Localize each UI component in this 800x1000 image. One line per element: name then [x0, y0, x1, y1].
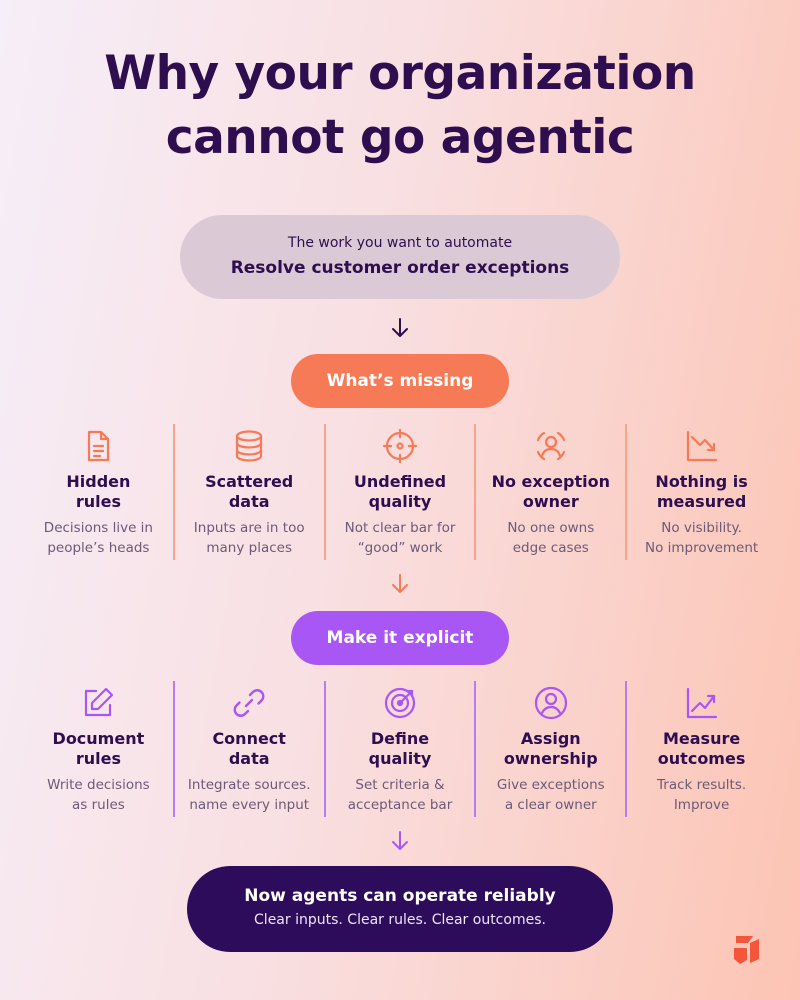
- agents-operate-box: Now agents can operate reliably Clear in…: [187, 866, 613, 952]
- item-desc-line-1: Give exceptions: [496, 777, 605, 793]
- item-desc-line-1: No visibility.: [661, 520, 742, 536]
- whats-missing-label: What’s missing: [291, 354, 509, 408]
- item-desc-line-2: edge cases: [512, 540, 589, 556]
- item-heading-line-1: Define: [370, 729, 430, 748]
- item-heading-line-1: No exception: [491, 472, 610, 491]
- item-heading-line-2: measured: [656, 492, 747, 511]
- title-line-1: Why your organization: [104, 46, 696, 101]
- item-heading-line-2: outcomes: [657, 749, 746, 768]
- item-desc-line-1: Integrate sources.: [187, 777, 311, 793]
- item-desc-line-2: name every input: [189, 797, 310, 813]
- work-to-automate-main: Resolve customer order exceptions: [230, 258, 570, 278]
- item-desc-line-2: No improvement: [644, 540, 759, 556]
- work-to-automate-subtitle: The work you want to automate: [287, 235, 513, 251]
- item-desc-line-2: a clear owner: [504, 797, 597, 813]
- crosshair-icon: [382, 428, 418, 464]
- item-desc-line-2: people’s heads: [47, 540, 150, 556]
- arrow-down-icon: [392, 831, 408, 850]
- item-desc-line-1: Write decisions: [47, 777, 150, 793]
- item-heading-line-2: data: [228, 492, 270, 511]
- item-heading-line-1: Hidden: [66, 472, 131, 491]
- target-icon: [384, 687, 416, 719]
- item-heading-line-2: data: [228, 749, 270, 768]
- item-heading-line-1: Nothing is: [655, 472, 748, 491]
- page-title: Why your organization cannot go agentic: [0, 42, 800, 170]
- user-circle-icon: [534, 686, 567, 720]
- item-desc-line-1: Set criteria &: [355, 777, 445, 793]
- item-desc-line-2: Improve: [673, 797, 730, 813]
- brand-logo-icon: [734, 936, 759, 964]
- item-desc-line-2: acceptance bar: [347, 797, 453, 813]
- item-desc-line-1: Inputs are in too: [193, 520, 305, 536]
- arrow-down-icon: [392, 318, 408, 337]
- edit-icon: [85, 687, 114, 717]
- agents-operate-main: Now agents can operate reliably: [244, 886, 556, 906]
- item-desc-line-2: many places: [206, 540, 292, 556]
- document-icon: [88, 430, 110, 462]
- user-scan-icon: [536, 431, 565, 461]
- item-desc-line-1: Decisions live in: [43, 520, 153, 536]
- item-heading-line-1: Assign: [520, 729, 581, 748]
- item-desc-line-1: Not clear bar for: [344, 520, 456, 536]
- item-heading-line-1: Connect: [212, 729, 286, 748]
- item-heading-line-2: rules: [75, 749, 121, 768]
- item-desc-line-2: as rules: [72, 797, 125, 813]
- item-heading-line-2: ownership: [503, 749, 598, 768]
- chart-up-icon: [686, 687, 717, 719]
- item-desc-line-1: No one owns: [507, 520, 595, 536]
- item-desc-line-1: Track results.: [657, 777, 747, 793]
- make-it-explicit-label: Make it explicit: [291, 611, 509, 665]
- chart-down-icon: [686, 430, 717, 462]
- item-heading-line-1: Undefined: [353, 472, 447, 491]
- work-to-automate-box: The work you want to automate Resolve cu…: [180, 215, 620, 299]
- item-heading-line-2: quality: [368, 492, 432, 511]
- item-heading-line-1: Scattered: [205, 472, 294, 491]
- item-desc-line-2: “good” work: [357, 540, 443, 556]
- title-line-2: cannot go agentic: [165, 110, 635, 165]
- item-heading-line-2: quality: [368, 749, 432, 768]
- item-heading-line-2: rules: [75, 492, 121, 511]
- item-heading-line-1: Measure: [662, 729, 741, 748]
- item-heading-line-1: Document: [52, 729, 145, 748]
- database-icon: [236, 430, 263, 462]
- item-heading-line-2: owner: [522, 492, 579, 511]
- link-icon: [233, 689, 265, 717]
- arrow-down-icon: [392, 574, 408, 593]
- agents-operate-sub: Clear inputs. Clear rules. Clear outcome…: [254, 912, 546, 928]
